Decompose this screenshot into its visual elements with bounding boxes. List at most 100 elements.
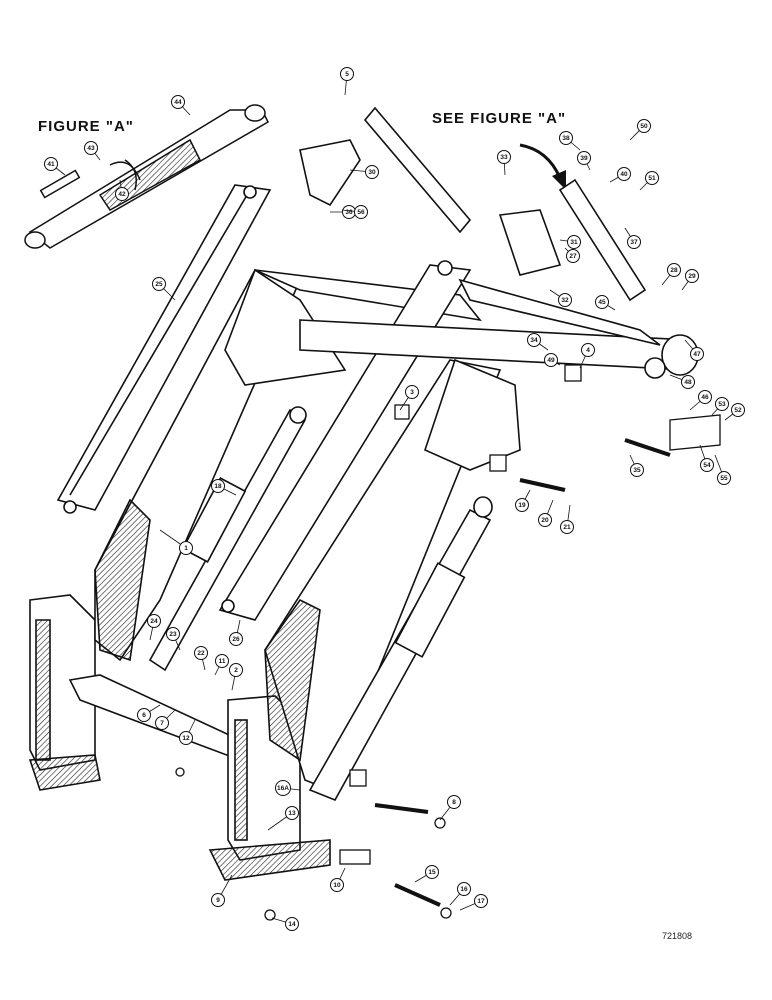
callout-number: 16 xyxy=(460,886,468,893)
callout-circle xyxy=(285,806,299,820)
callout-number: 47 xyxy=(693,351,701,358)
callout-circle xyxy=(667,263,681,277)
callout-circle xyxy=(425,865,439,879)
callout-number: 33 xyxy=(500,154,508,161)
callout-circle xyxy=(229,663,243,677)
callout-circle xyxy=(560,520,574,534)
callout-number: 8 xyxy=(452,799,456,806)
callout-circle xyxy=(698,390,712,404)
callout-circle xyxy=(194,646,208,660)
callout-circle xyxy=(497,150,511,164)
callout-circle xyxy=(474,894,488,908)
callout-circle xyxy=(595,295,609,309)
callout-number: 22 xyxy=(197,650,205,657)
callout-number: 14 xyxy=(288,921,296,928)
callout-circle xyxy=(211,893,225,907)
callout-number: 44 xyxy=(174,99,182,106)
callout-number: 11 xyxy=(219,658,226,665)
figure-a-title: FIGURE "A" xyxy=(38,118,134,135)
callout-circle xyxy=(538,513,552,527)
callout-number: 17 xyxy=(477,898,485,905)
callout-number: 4 xyxy=(586,347,590,354)
callout-circle xyxy=(457,882,471,896)
callout-number: 30 xyxy=(368,169,376,176)
callout-number: 13 xyxy=(288,810,296,817)
callout-number: 12 xyxy=(182,735,190,742)
callout-circle xyxy=(179,541,193,555)
callout-circle xyxy=(544,353,558,367)
callout-circle xyxy=(630,463,644,477)
callout-number: 31 xyxy=(570,239,578,246)
callout-number: 36 xyxy=(345,209,353,216)
callout-number: 29 xyxy=(688,273,696,280)
callout-number: 25 xyxy=(155,281,163,288)
callout-circle xyxy=(558,293,572,307)
callout-circle xyxy=(340,67,354,81)
callout-circle xyxy=(166,627,180,641)
callout-number: 53 xyxy=(718,401,726,408)
callout-number: 43 xyxy=(87,145,95,152)
callout-number: 7 xyxy=(160,720,164,727)
callout-circle xyxy=(627,235,641,249)
callout-circle xyxy=(577,151,591,165)
callout-number: 19 xyxy=(518,502,526,509)
callout-circle xyxy=(285,917,299,931)
callout-circle xyxy=(681,375,695,389)
callout-number: 54 xyxy=(703,462,711,469)
callout-circle xyxy=(229,632,243,646)
callout-number: 2 xyxy=(234,667,238,674)
callout-circle xyxy=(171,95,185,109)
callout-circle xyxy=(275,780,291,796)
callout-number: 1 xyxy=(184,545,188,552)
callout-number: 41 xyxy=(47,161,55,168)
callout-number: 16A xyxy=(277,785,289,792)
callout-circle xyxy=(645,171,659,185)
callout-number: 21 xyxy=(563,524,571,531)
callout-number: 24 xyxy=(150,618,158,625)
callout-number: 9 xyxy=(216,897,220,904)
callout-circle xyxy=(155,716,169,730)
document-number: 721808 xyxy=(662,931,693,941)
callout-circle xyxy=(152,277,166,291)
callout-circle xyxy=(715,397,729,411)
hardware xyxy=(175,364,721,921)
callout-number: 48 xyxy=(684,379,692,386)
callout-circle xyxy=(179,731,193,745)
callout-number: 27 xyxy=(569,253,577,260)
callout-number: 40 xyxy=(620,171,628,178)
callout-number: 46 xyxy=(701,394,709,401)
callout-number: 20 xyxy=(541,517,549,524)
callout-number: 45 xyxy=(598,299,606,306)
callout-number: 28 xyxy=(670,267,678,274)
loader-frame xyxy=(28,106,699,881)
callout-circle xyxy=(617,167,631,181)
callout-circle xyxy=(44,157,58,171)
callout-number: 32 xyxy=(561,297,569,304)
callout-number: 39 xyxy=(580,155,588,162)
callout-number: 15 xyxy=(428,869,436,876)
callout-circle xyxy=(527,333,541,347)
callout-number: 37 xyxy=(630,239,638,246)
callout-circle xyxy=(365,165,379,179)
callout-circle xyxy=(84,141,98,155)
callout-circle xyxy=(447,795,461,809)
callout-circle xyxy=(731,403,745,417)
callout-circle xyxy=(137,708,151,722)
callout-number: 6 xyxy=(142,712,146,719)
callout-number: 23 xyxy=(169,631,177,638)
callout-number: 18 xyxy=(214,483,222,490)
callout-circle xyxy=(515,498,529,512)
callout-number: 3 xyxy=(410,389,414,396)
callout-circle xyxy=(215,654,229,668)
figure-a-arrow xyxy=(519,143,562,179)
callout-circle xyxy=(330,878,344,892)
callout-number: 55 xyxy=(720,475,728,482)
callout-circle xyxy=(690,347,704,361)
callout-circle xyxy=(637,119,651,133)
callout-number: 50 xyxy=(640,123,648,130)
callout-number: 5 xyxy=(345,71,349,78)
callout-number: 51 xyxy=(648,175,656,182)
callout-number: 38 xyxy=(562,135,570,142)
